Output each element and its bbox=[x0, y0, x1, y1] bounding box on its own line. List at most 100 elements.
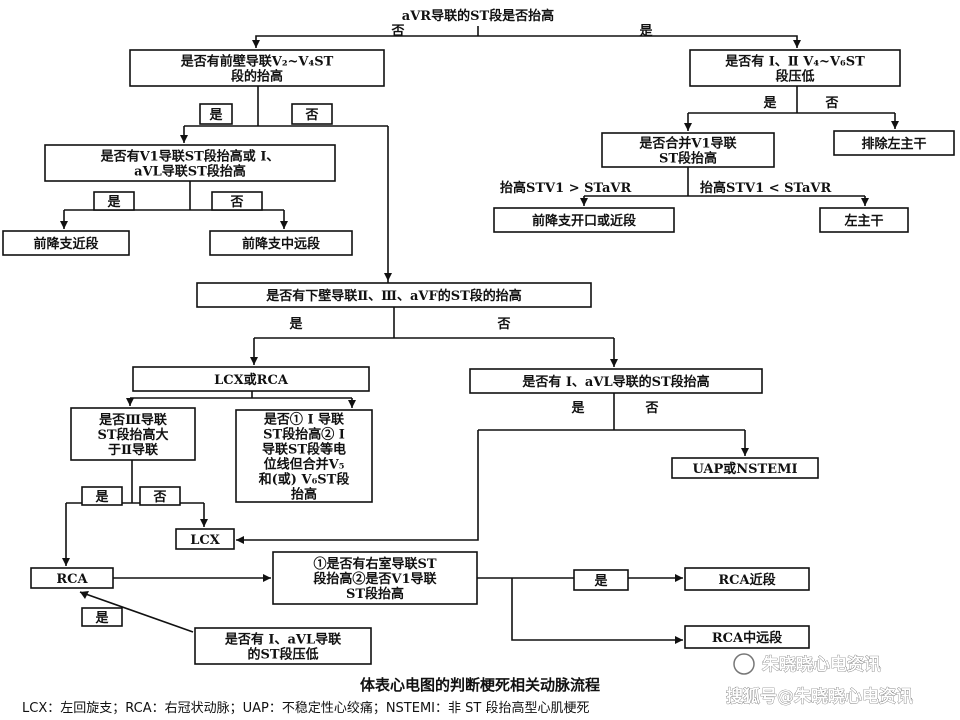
watermark-line1: 朱晓晓心电资讯 bbox=[762, 654, 881, 675]
inf-node: 是否有下壁导联Ⅱ、Ⅲ、aVF的ST段的抬高 bbox=[196, 282, 592, 308]
b-yes1-node: 是 bbox=[199, 103, 233, 125]
node-box bbox=[235, 409, 373, 503]
node-box bbox=[291, 103, 333, 125]
node-box bbox=[833, 130, 955, 156]
connector bbox=[236, 430, 479, 541]
node-text: 是否Ⅲ导联 bbox=[98, 413, 167, 428]
node-text: 是 bbox=[106, 195, 121, 210]
node-text: 是否有V1导联ST段抬高或 Ⅰ、 bbox=[100, 149, 280, 165]
avr-node: aVR导联的ST段是否抬高 bbox=[402, 8, 554, 24]
branch-label: 否 bbox=[644, 401, 658, 416]
arrowhead bbox=[80, 591, 89, 599]
node-text: ST段抬高② Ⅰ bbox=[263, 427, 345, 443]
arrowhead bbox=[861, 198, 869, 206]
arrowhead bbox=[675, 636, 683, 644]
v1i-node: 是否有V1导联ST段抬高或 Ⅰ、aVL导联ST段抬高 bbox=[44, 144, 336, 182]
node-text: 是 bbox=[593, 574, 608, 589]
branch-label: 是 bbox=[638, 24, 653, 39]
branch-label: 否 bbox=[390, 24, 404, 39]
node-box bbox=[689, 49, 901, 87]
node-text: 于Ⅱ导联 bbox=[108, 443, 158, 458]
node-text: 左主干 bbox=[844, 213, 883, 229]
arrowhead bbox=[250, 357, 258, 365]
arrowhead bbox=[891, 121, 899, 129]
b-no1-node: 否 bbox=[291, 103, 333, 125]
ladmid-node: 前降支中远段 bbox=[209, 230, 353, 256]
exlm-node: 排除左主干 bbox=[833, 130, 955, 156]
node-text: 的ST段压低 bbox=[247, 647, 318, 663]
node-box bbox=[819, 207, 909, 233]
node-text: ①是否有右室导联ST bbox=[313, 556, 436, 572]
node-text: 段抬高②是否V1导联 bbox=[313, 571, 436, 587]
arrowhead bbox=[126, 398, 134, 406]
arrowhead bbox=[280, 221, 288, 229]
watermark-line2: 搜狐号@朱晓晓心电资讯 bbox=[726, 686, 913, 707]
node-box bbox=[139, 486, 181, 506]
node-text: 抬高 bbox=[291, 487, 317, 503]
node-text: 否 bbox=[229, 195, 243, 210]
branch-label: 否 bbox=[824, 96, 838, 111]
b-yes3-node: 是 bbox=[573, 569, 629, 591]
node-text: 是否有 Ⅰ、aVL导联 bbox=[224, 632, 341, 648]
ladprox-node: 前降支近段 bbox=[2, 230, 130, 256]
node-text: aVR导联的ST段是否抬高 bbox=[402, 8, 554, 24]
node-text: 是否① Ⅰ 导联 bbox=[263, 412, 344, 428]
branch-label: 抬高STV1 < STaVR bbox=[700, 180, 831, 196]
rcaprox-node: RCA近段 bbox=[684, 567, 810, 591]
node-text: aVL导联ST段抬高 bbox=[134, 164, 246, 180]
node-text: RCA中远段 bbox=[712, 630, 782, 646]
node-text: 是 bbox=[94, 611, 109, 626]
rca-node: RCA bbox=[30, 567, 114, 589]
node-box bbox=[81, 486, 123, 506]
node-text: LCX bbox=[190, 533, 220, 548]
node-text: 否 bbox=[152, 490, 166, 505]
node-box bbox=[573, 569, 629, 591]
node-text: 否 bbox=[304, 108, 318, 123]
iavl-node: 是否有 Ⅰ、aVL导联的ST段抬高 bbox=[469, 368, 763, 394]
node-text: 排除左主干 bbox=[861, 136, 926, 152]
node-box bbox=[684, 625, 810, 649]
uap-node: UAP或NSTEMI bbox=[671, 457, 819, 479]
arrowhead bbox=[741, 448, 749, 456]
lcx-node: LCX bbox=[175, 528, 235, 550]
node-text: 前降支近段 bbox=[33, 236, 98, 252]
connector bbox=[79, 591, 194, 633]
arrowhead bbox=[252, 40, 260, 48]
node-box bbox=[272, 551, 478, 605]
watermark: 朱晓晓心电资讯 搜狐号@朱晓晓心电资讯 bbox=[726, 653, 913, 707]
node-text: 是否合并V1导联 bbox=[638, 136, 736, 152]
node-text: 是否有 Ⅰ、Ⅱ V₄~V₆ST bbox=[724, 54, 865, 70]
node-text: 是 bbox=[94, 490, 109, 505]
node-box bbox=[70, 407, 196, 461]
branch-label: 是 bbox=[570, 401, 585, 416]
branch-label: 否 bbox=[496, 317, 510, 332]
branch-label: 是 bbox=[288, 317, 303, 332]
arrowhead bbox=[384, 273, 392, 281]
ladopen-node: 前降支开口或近段 bbox=[493, 207, 675, 233]
b-yes2-node: 是 bbox=[93, 191, 135, 211]
node-text: 是 bbox=[208, 108, 223, 123]
node-box bbox=[601, 132, 775, 168]
node-box bbox=[175, 528, 235, 550]
connector bbox=[255, 35, 798, 48]
wechat-icon bbox=[733, 653, 755, 675]
arrowhead bbox=[348, 400, 356, 408]
node-text: 段的抬高 bbox=[231, 69, 283, 85]
node-text: 是否有前壁导联V₂~V₄ST bbox=[180, 54, 334, 70]
node-box bbox=[209, 230, 353, 256]
node-box bbox=[30, 567, 114, 589]
connector bbox=[511, 578, 683, 641]
figure-caption: 体表心电图的判断梗死相关动脉流程 bbox=[360, 676, 600, 694]
connector-lines bbox=[60, 26, 899, 644]
node-text: 前降支中远段 bbox=[242, 236, 320, 252]
node-box bbox=[684, 567, 810, 591]
node-box bbox=[211, 191, 263, 211]
node-box bbox=[194, 627, 372, 665]
